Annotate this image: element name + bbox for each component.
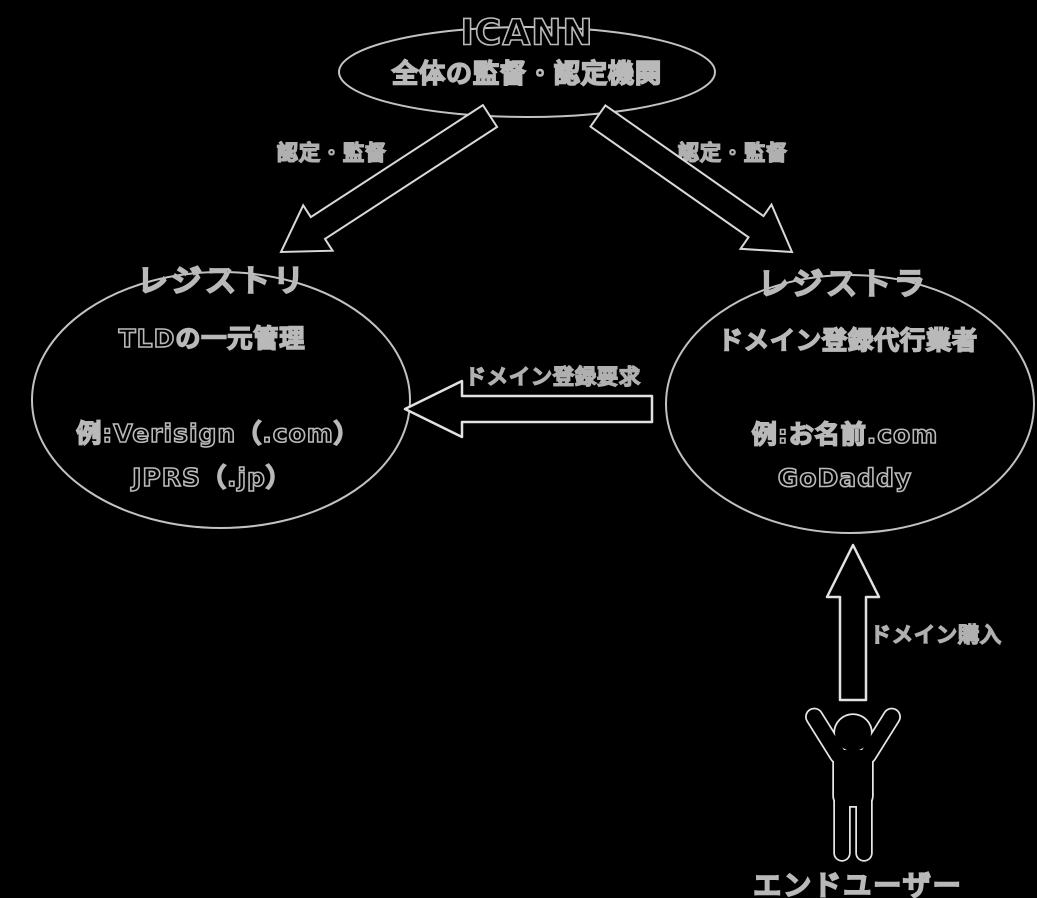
edge-label-icann-registrar: 認定・監督 bbox=[677, 140, 788, 165]
icann-title: ICANN bbox=[460, 12, 594, 55]
arrow-icann-to-registry bbox=[279, 103, 499, 254]
registry-title: レジストリ bbox=[136, 263, 307, 301]
edge-label-domain-purchase: ドメイン購入 bbox=[869, 622, 1002, 647]
arrow-enduser-to-registrar bbox=[825, 543, 881, 702]
registrar-example-1: 例:お名前.com bbox=[751, 419, 939, 450]
end-user-title: エンドユーザー bbox=[752, 868, 963, 898]
edge-label-icann-registry: 認定・監督 bbox=[276, 140, 387, 165]
icann-node-ellipse bbox=[338, 26, 716, 118]
registry-role: TLDの一元管理 bbox=[118, 323, 306, 354]
registry-node-ellipse bbox=[31, 271, 411, 529]
registrar-role: ドメイン登録代行業者 bbox=[717, 325, 979, 356]
edge-label-registration-request: ドメイン登録要求 bbox=[464, 364, 641, 389]
icann-subtitle: 全体の監督・認定機関 bbox=[391, 59, 663, 91]
registry-example-1: 例:Verisign（.com） bbox=[75, 418, 360, 449]
registry-example-2: JPRS（.jp） bbox=[131, 462, 292, 493]
arrow-icann-to-registrar bbox=[589, 104, 794, 254]
registrar-title: レジストラ bbox=[757, 266, 928, 304]
arrow-registrar-to-registry bbox=[403, 379, 654, 439]
registrar-example-2: GoDaddy bbox=[777, 463, 913, 494]
registrar-node-ellipse bbox=[665, 274, 1035, 534]
